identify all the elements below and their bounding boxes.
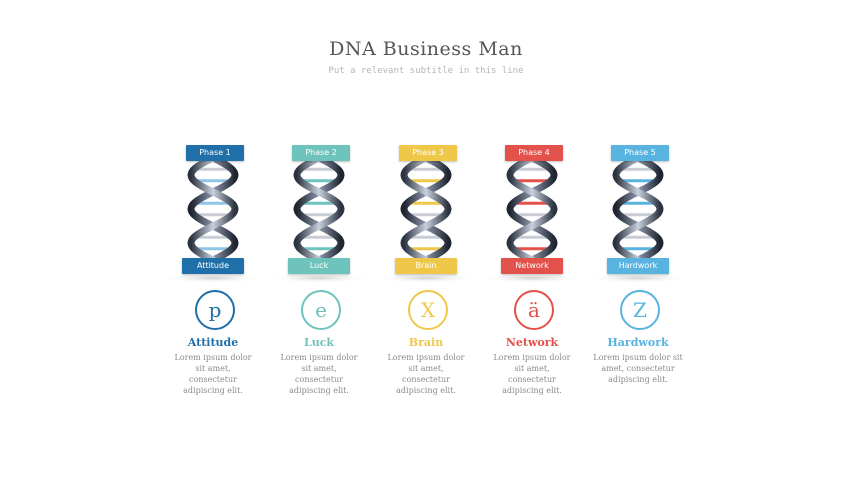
- description-line: Lorem ipsum dolor: [387, 353, 465, 362]
- helix-strand: [612, 154, 664, 264]
- phase-label: Phase 3: [399, 145, 457, 161]
- base-label: Hardwork: [607, 258, 669, 274]
- description-line: sit amet,: [195, 364, 231, 373]
- helix-strand: [506, 154, 558, 264]
- description-line: Lorem ipsum dolor: [280, 353, 358, 362]
- base-label: Attitude: [182, 258, 244, 274]
- floor-shadow: [161, 273, 265, 283]
- description-line: adipiscing elit.: [396, 386, 456, 395]
- description-line: sit amet,: [301, 364, 337, 373]
- column-description: Lorem ipsum dolor sit amet, consectetur adi…: [373, 352, 479, 396]
- helix-strand: [187, 154, 239, 264]
- description-line: sit amet,: [514, 364, 550, 373]
- description-line: adipiscing elit.: [289, 386, 349, 395]
- dna-helix-icon: [374, 154, 478, 283]
- page-subtitle: Put a relevant subtitle in this line: [328, 66, 524, 76]
- column-heading: Brain: [408, 336, 444, 349]
- helix-strand: [293, 154, 345, 264]
- description-line: consectetur: [189, 375, 237, 384]
- phase-label: Phase 1: [186, 145, 244, 161]
- description-line: sit amet,: [408, 364, 444, 373]
- helix-strand: [400, 154, 452, 264]
- column-heading: Network: [505, 336, 559, 349]
- column-heading: Luck: [303, 336, 335, 349]
- floor-shadow: [586, 273, 690, 283]
- phase-label: Phase 4: [505, 145, 563, 161]
- description-line: adipiscing elit.: [183, 386, 243, 395]
- letter-circle-icon: p: [195, 290, 235, 330]
- description-line: consectetur: [508, 375, 556, 384]
- phase-label: Phase 2: [292, 145, 350, 161]
- dna-helix-icon: [161, 154, 265, 283]
- floor-shadow: [374, 273, 478, 283]
- column-description: Lorem ipsum dolor sit amet, consectetur adi…: [479, 352, 585, 396]
- helix-strand: [293, 154, 345, 264]
- column-description: Lorem ipsum dolor sit amet, consectetur adi…: [266, 352, 372, 396]
- description-line: adipiscing elit.: [502, 386, 562, 395]
- floor-shadow: [480, 273, 584, 283]
- description-line: amet, consectetur: [601, 364, 675, 373]
- column-description: Lorem ipsum dolor sit amet, consectetur ad…: [585, 352, 691, 385]
- description-line: consectetur: [402, 375, 450, 384]
- dna-helix-icon: [480, 154, 584, 283]
- base-label: Luck: [288, 258, 350, 274]
- column-description: Lorem ipsum dolor sit amet, consectetur adi…: [160, 352, 266, 396]
- description-line: Lorem ipsum dolor: [174, 353, 252, 362]
- column-heading: Attitude: [187, 336, 239, 349]
- helix-strand: [506, 154, 558, 264]
- dna-helix-icon: [586, 154, 690, 283]
- helix-strand: [187, 154, 239, 264]
- description-line: Lorem ipsum dolor: [493, 353, 571, 362]
- letter-circle-icon: ä: [514, 290, 554, 330]
- base-label: Brain: [395, 258, 457, 274]
- description-line: adipiscing elit.: [608, 375, 668, 384]
- page-title: DNA Business Man: [329, 38, 523, 60]
- letter-circle-icon: X: [408, 290, 448, 330]
- letter-circle-icon: e: [301, 290, 341, 330]
- floor-shadow: [267, 273, 371, 283]
- dna-helix-icon: [267, 154, 371, 283]
- letter-circle-icon: Z: [620, 290, 660, 330]
- phase-label: Phase 5: [611, 145, 669, 161]
- description-line: consectetur: [295, 375, 343, 384]
- column-heading: Hardwork: [607, 336, 669, 349]
- base-label: Network: [501, 258, 563, 274]
- helix-strand: [400, 154, 452, 264]
- helix-strand: [612, 154, 664, 264]
- description-line: Lorem ipsum dolor sit: [593, 353, 683, 362]
